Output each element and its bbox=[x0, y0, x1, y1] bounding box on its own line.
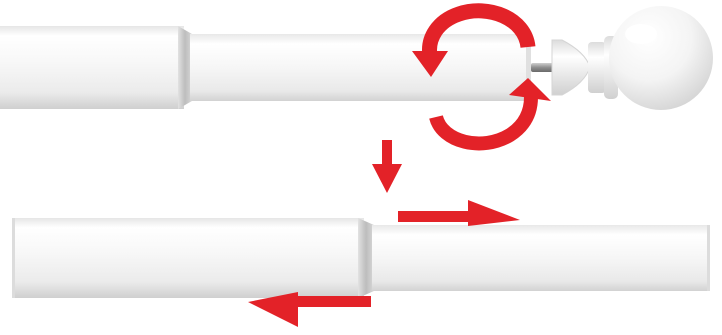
finial bbox=[551, 6, 713, 110]
extend-left-arrow bbox=[248, 292, 371, 327]
finial-ball bbox=[609, 6, 713, 110]
finial-highlight bbox=[625, 24, 657, 44]
clockwise-arrow bbox=[429, 78, 551, 151]
finial-collar bbox=[588, 42, 606, 93]
finial-screw bbox=[531, 63, 555, 72]
bottom-rod-outer-tube bbox=[12, 218, 364, 298]
bottom-rod-joint bbox=[358, 218, 374, 298]
top-rod-outer-tube bbox=[0, 26, 184, 109]
bottom-rod bbox=[12, 218, 710, 298]
finial-base bbox=[551, 39, 591, 96]
extend-right-arrow bbox=[398, 200, 520, 226]
top-rod-inner-tube bbox=[190, 34, 530, 101]
top-rod-joint bbox=[178, 26, 192, 109]
counter-clockwise-arrow bbox=[412, 3, 536, 77]
twist-arrows bbox=[412, 3, 551, 151]
bottom-rod-inner-tube bbox=[372, 225, 710, 291]
top-rod bbox=[0, 26, 531, 109]
top-rod-end bbox=[526, 34, 531, 101]
down-arrow bbox=[372, 140, 402, 193]
bottom-rod-left-end bbox=[12, 218, 15, 298]
bottom-rod-right-end bbox=[707, 225, 710, 291]
